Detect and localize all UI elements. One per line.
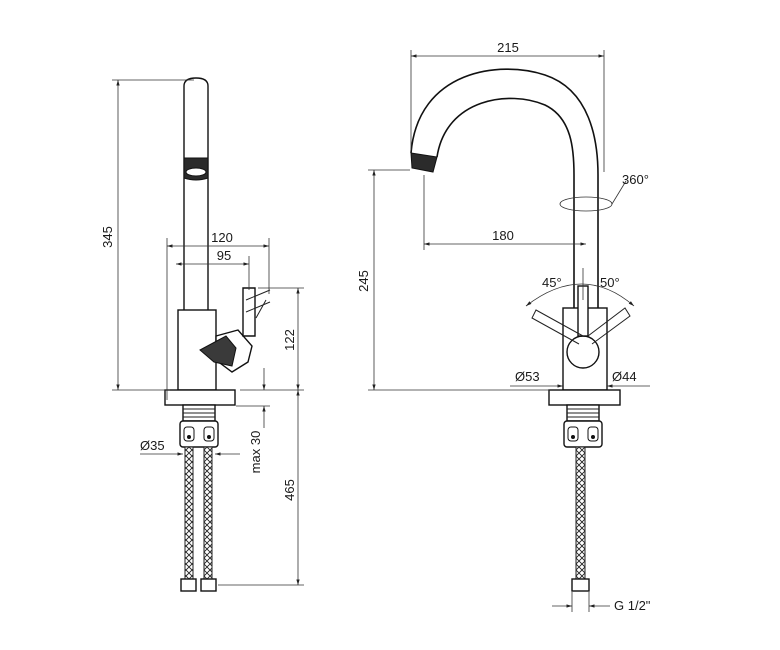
front-aerator [410, 152, 438, 173]
handle-swing-left [531, 309, 584, 345]
side-aerator-opening [185, 167, 207, 177]
dim-465 [218, 390, 304, 586]
dim-angle-50-label: 50° [600, 275, 620, 290]
dim-120 [166, 238, 270, 400]
dim-diameter-35-label: Ø35 [140, 438, 165, 453]
side-hose-right [203, 446, 213, 580]
dim-95-label: 95 [217, 248, 231, 263]
dim-180 [423, 175, 586, 250]
dim-120-label: 120 [211, 230, 233, 245]
handle-angle-arc [525, 283, 635, 307]
dim-245-label: 245 [356, 270, 371, 292]
dim-465-label: 465 [282, 479, 297, 501]
dim-thread-label: G 1/2" [614, 598, 651, 613]
dim-max-30-label: max 30 [248, 431, 263, 474]
dim-diameter-44-label: Ø44 [612, 369, 637, 384]
dim-345 [112, 79, 194, 391]
side-handle-cap [245, 289, 271, 319]
handle-swing-right [587, 307, 631, 345]
dim-180-label: 180 [492, 228, 514, 243]
front-view: 360° 45° 50° 2 [356, 40, 651, 613]
rotation-indicator [559, 196, 613, 212]
dim-345-label: 345 [100, 226, 115, 248]
dim-95 [176, 256, 250, 290]
side-view: 345 120 95 122 max 30 [100, 77, 304, 592]
front-spout-outer [410, 68, 599, 308]
dim-122-label: 122 [282, 329, 297, 351]
front-base-plate [548, 389, 621, 406]
side-base-plate [164, 389, 236, 406]
side-hose-fitting-left [180, 578, 197, 592]
front-lever-knob [566, 335, 600, 369]
dim-215-label: 215 [497, 40, 519, 55]
dim-122 [240, 287, 304, 391]
side-hose-left [184, 446, 194, 580]
dim-max-30 [236, 368, 270, 428]
front-hose-fitting [571, 578, 590, 592]
side-spout-tube [183, 77, 209, 313]
dim-diameter-53-label: Ø53 [515, 369, 540, 384]
side-hose-fitting-right [200, 578, 217, 592]
dim-angle-45-label: 45° [542, 275, 562, 290]
dim-245 [368, 169, 550, 391]
side-handle [242, 287, 256, 337]
side-lever-shade [199, 335, 237, 367]
front-spout-inner [436, 97, 575, 308]
dim-360-label: 360° [622, 172, 649, 187]
front-hose [575, 446, 586, 580]
dim-thread [552, 592, 610, 612]
dim-215 [410, 50, 605, 172]
